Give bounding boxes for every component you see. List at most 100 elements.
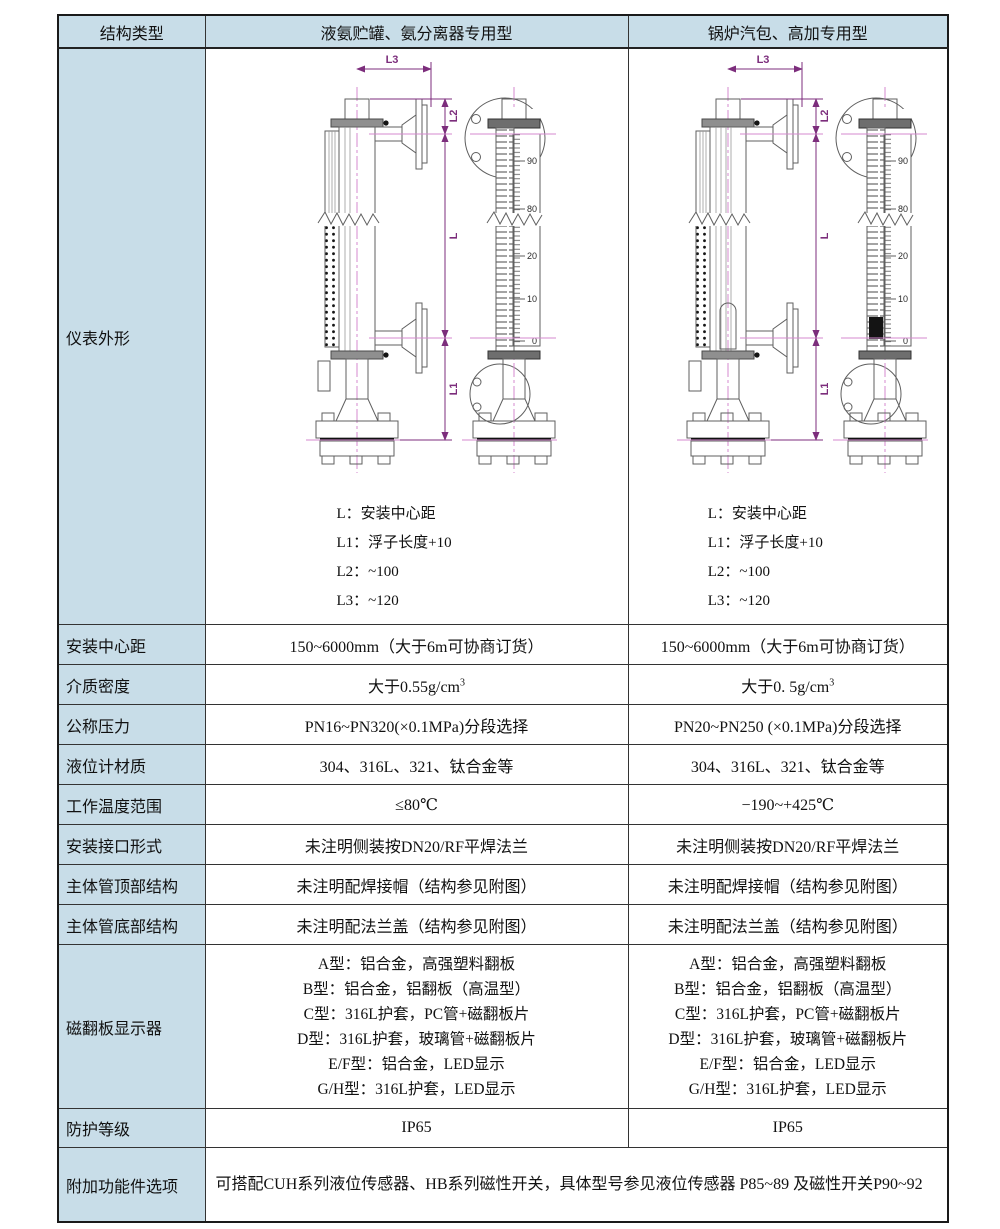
dim-L2-label: L2 xyxy=(448,110,460,123)
clamp-band-bottom xyxy=(487,350,541,360)
clamp-band-bottom xyxy=(701,350,755,360)
row-label: 主体管底部结构 xyxy=(57,904,206,945)
dim-L3-label: L3 xyxy=(386,54,399,66)
value-boiler: IP65 xyxy=(627,1108,949,1148)
pipe-break xyxy=(318,213,384,226)
value-ammonia: 150~6000mm（大于6m可协商订货） xyxy=(204,624,629,665)
drain-tube xyxy=(317,360,331,392)
appearance-row: 仪表外形 xyxy=(57,47,949,625)
value-ammonia: 未注明配焊接帽（结构参见附图） xyxy=(204,864,629,905)
bottom-flange xyxy=(472,412,556,465)
scale-20: 20 xyxy=(898,251,908,261)
dim-L3-label: L3 xyxy=(757,54,770,66)
legend-line-L1: L1：浮子长度+10 xyxy=(336,535,452,551)
appearance-cell-boiler: 90 80 20 10 0 xyxy=(627,47,949,625)
value-ammonia: 未注明侧装按DN20/RF平焊法兰 xyxy=(204,824,629,865)
instrument-drawing-ammonia: 90 80 20 10 0 xyxy=(206,49,628,616)
value-boiler: 未注明侧装按DN20/RF平焊法兰 xyxy=(627,824,949,865)
float-black-segment xyxy=(869,317,884,339)
dimensions: L3 L2 L L1 xyxy=(727,54,831,441)
header-structure-type: 结构类型 xyxy=(57,14,206,49)
scale-90: 90 xyxy=(527,156,537,166)
scale-plate: 90 80 20 10 0 xyxy=(512,133,541,347)
left-instrument xyxy=(686,87,799,473)
row-label: 液位计材质 xyxy=(57,744,206,785)
round-flange-bottom xyxy=(840,363,902,425)
value-boiler: A型：铝合金，高强塑料翻板 B型：铝合金，铝翻板（高温型） C型：316L护套，… xyxy=(627,944,949,1109)
scale-80: 80 xyxy=(527,204,537,214)
row-tube-bottom-structure: 主体管底部结构 未注明配法兰盖（结构参见附图） 未注明配法兰盖（结构参见附图） xyxy=(57,904,949,945)
header-type-ammonia: 液氨贮罐、氨分离器专用型 xyxy=(204,14,629,49)
value-boiler: PN20~PN250 (×0.1MPa)分段选择 xyxy=(627,704,949,745)
dimension-legend: L：安装中心距 L1：浮子长度+10 L2：~100 L3：~120 xyxy=(206,494,628,616)
dim-L2-label: L2 xyxy=(819,110,831,123)
instrument-drawing-boiler: 90 80 20 10 0 xyxy=(629,49,948,616)
display-type-gh: G/H型：316L护套，LED显示 xyxy=(317,1080,516,1098)
scale-10: 10 xyxy=(898,294,908,304)
value-boiler: 大于0. 5g/cm3 xyxy=(627,664,949,705)
row-label: 附加功能件选项 xyxy=(57,1147,206,1223)
value-boiler: 未注明配焊接帽（结构参见附图） xyxy=(627,864,949,905)
display-type-gh: G/H型：316L护套，LED显示 xyxy=(688,1080,887,1098)
scale-0: 0 xyxy=(903,336,908,346)
value-ammonia: 304、316L、321、钛合金等 xyxy=(204,744,629,785)
value-ammonia: IP65 xyxy=(204,1108,629,1148)
appearance-cell-ammonia: 90 80 20 10 0 xyxy=(204,47,629,625)
extra-tube-lines xyxy=(725,127,732,351)
row-medium-density: 介质密度 大于0.55g/cm3 大于0. 5g/cm3 xyxy=(57,664,949,705)
dim-L1-label: L1 xyxy=(819,383,831,396)
dim-L-label: L xyxy=(448,232,460,239)
pipe-break xyxy=(689,213,756,226)
scale-80: 80 xyxy=(898,204,908,214)
row-label: 工作温度范围 xyxy=(57,784,206,825)
appearance-label: 仪表外形 xyxy=(57,47,206,625)
header-type-boiler: 锅炉汽包、高加专用型 xyxy=(627,14,949,49)
value-boiler: −190~+425℃ xyxy=(627,784,949,825)
legend-line-L2: L2：~100 xyxy=(707,564,771,580)
left-instrument xyxy=(315,87,428,473)
dim-L1-label: L1 xyxy=(448,383,460,396)
gauge-drawing: 90 80 20 10 0 xyxy=(306,54,557,473)
round-flange-bottom xyxy=(469,363,531,425)
clamp-band-bottom xyxy=(330,350,384,360)
row-label: 防护等级 xyxy=(57,1108,206,1148)
legend-line-L3: L3：~120 xyxy=(336,593,399,609)
clamp-band-top xyxy=(330,118,384,128)
display-type-b: B型：铝合金，铝翻板（高温型） xyxy=(302,980,531,998)
clamp-band-bottom xyxy=(858,350,912,360)
row-gauge-material: 液位计材质 304、316L、321、钛合金等 304、316L、321、钛合金… xyxy=(57,744,949,785)
right-instrument: 90 80 20 10 0 xyxy=(835,87,927,473)
row-install-distance: 安装中心距 150~6000mm（大于6m可协商订货） 150~6000mm（大… xyxy=(57,624,949,665)
row-label: 介质密度 xyxy=(57,664,206,705)
float-capsule xyxy=(719,302,737,350)
clamp-bolt xyxy=(383,120,389,126)
legend-line-L1: L1：浮子长度+10 xyxy=(707,535,823,551)
drain-tube xyxy=(688,360,702,392)
legend-line-L: L：安装中心距 xyxy=(707,506,807,522)
dimension-legend: L：安装中心距 L1：浮子长度+10 L2：~100 L3：~120 xyxy=(629,494,948,616)
spec-table: 结构类型 液氨贮罐、氨分离器专用型 锅炉汽包、高加专用型 仪表外形 xyxy=(57,14,949,1223)
row-tube-top-structure: 主体管顶部结构 未注明配焊接帽（结构参见附图） 未注明配焊接帽（结构参见附图） xyxy=(57,864,949,905)
value-ammonia: PN16~PN320(×0.1MPa)分段选择 xyxy=(204,704,629,745)
row-working-temperature: 工作温度范围 ≤80℃ −190~+425℃ xyxy=(57,784,949,825)
display-type-d: D型：316L护套，玻璃管+磁翻板片 xyxy=(668,1030,908,1048)
row-install-interface: 安装接口形式 未注明侧装按DN20/RF平焊法兰 未注明侧装按DN20/RF平焊… xyxy=(57,824,949,865)
row-protection-rating: 防护等级 IP65 IP65 xyxy=(57,1108,949,1148)
flapper-ladder xyxy=(495,127,515,352)
flapper-dots xyxy=(324,218,340,348)
scale-10: 10 xyxy=(527,294,537,304)
clamp-band-top xyxy=(858,118,912,129)
value-ammonia: 未注明配法兰盖（结构参见附图） xyxy=(204,904,629,945)
row-flap-display: 磁翻板显示器 A型：铝合金，高强塑料翻板 B型：铝合金，铝翻板（高温型） C型：… xyxy=(57,944,949,1109)
display-type-c: C型：316L护套，PC管+磁翻板片 xyxy=(303,1005,530,1023)
row-label: 公称压力 xyxy=(57,704,206,745)
display-type-ef: E/F型：铝合金，LED显示 xyxy=(328,1055,505,1073)
value-ammonia: 大于0.55g/cm3 xyxy=(204,664,629,705)
scale-20: 20 xyxy=(527,251,537,261)
value-ammonia: ≤80℃ xyxy=(204,784,629,825)
right-instrument: 90 80 20 10 0 xyxy=(464,87,556,473)
display-type-c: C型：316L护套，PC管+磁翻板片 xyxy=(674,1005,901,1023)
display-type-ef: E/F型：铝合金，LED显示 xyxy=(699,1055,877,1073)
gauge-drawing: 90 80 20 10 0 xyxy=(677,54,929,473)
row-label: 安装接口形式 xyxy=(57,824,206,865)
